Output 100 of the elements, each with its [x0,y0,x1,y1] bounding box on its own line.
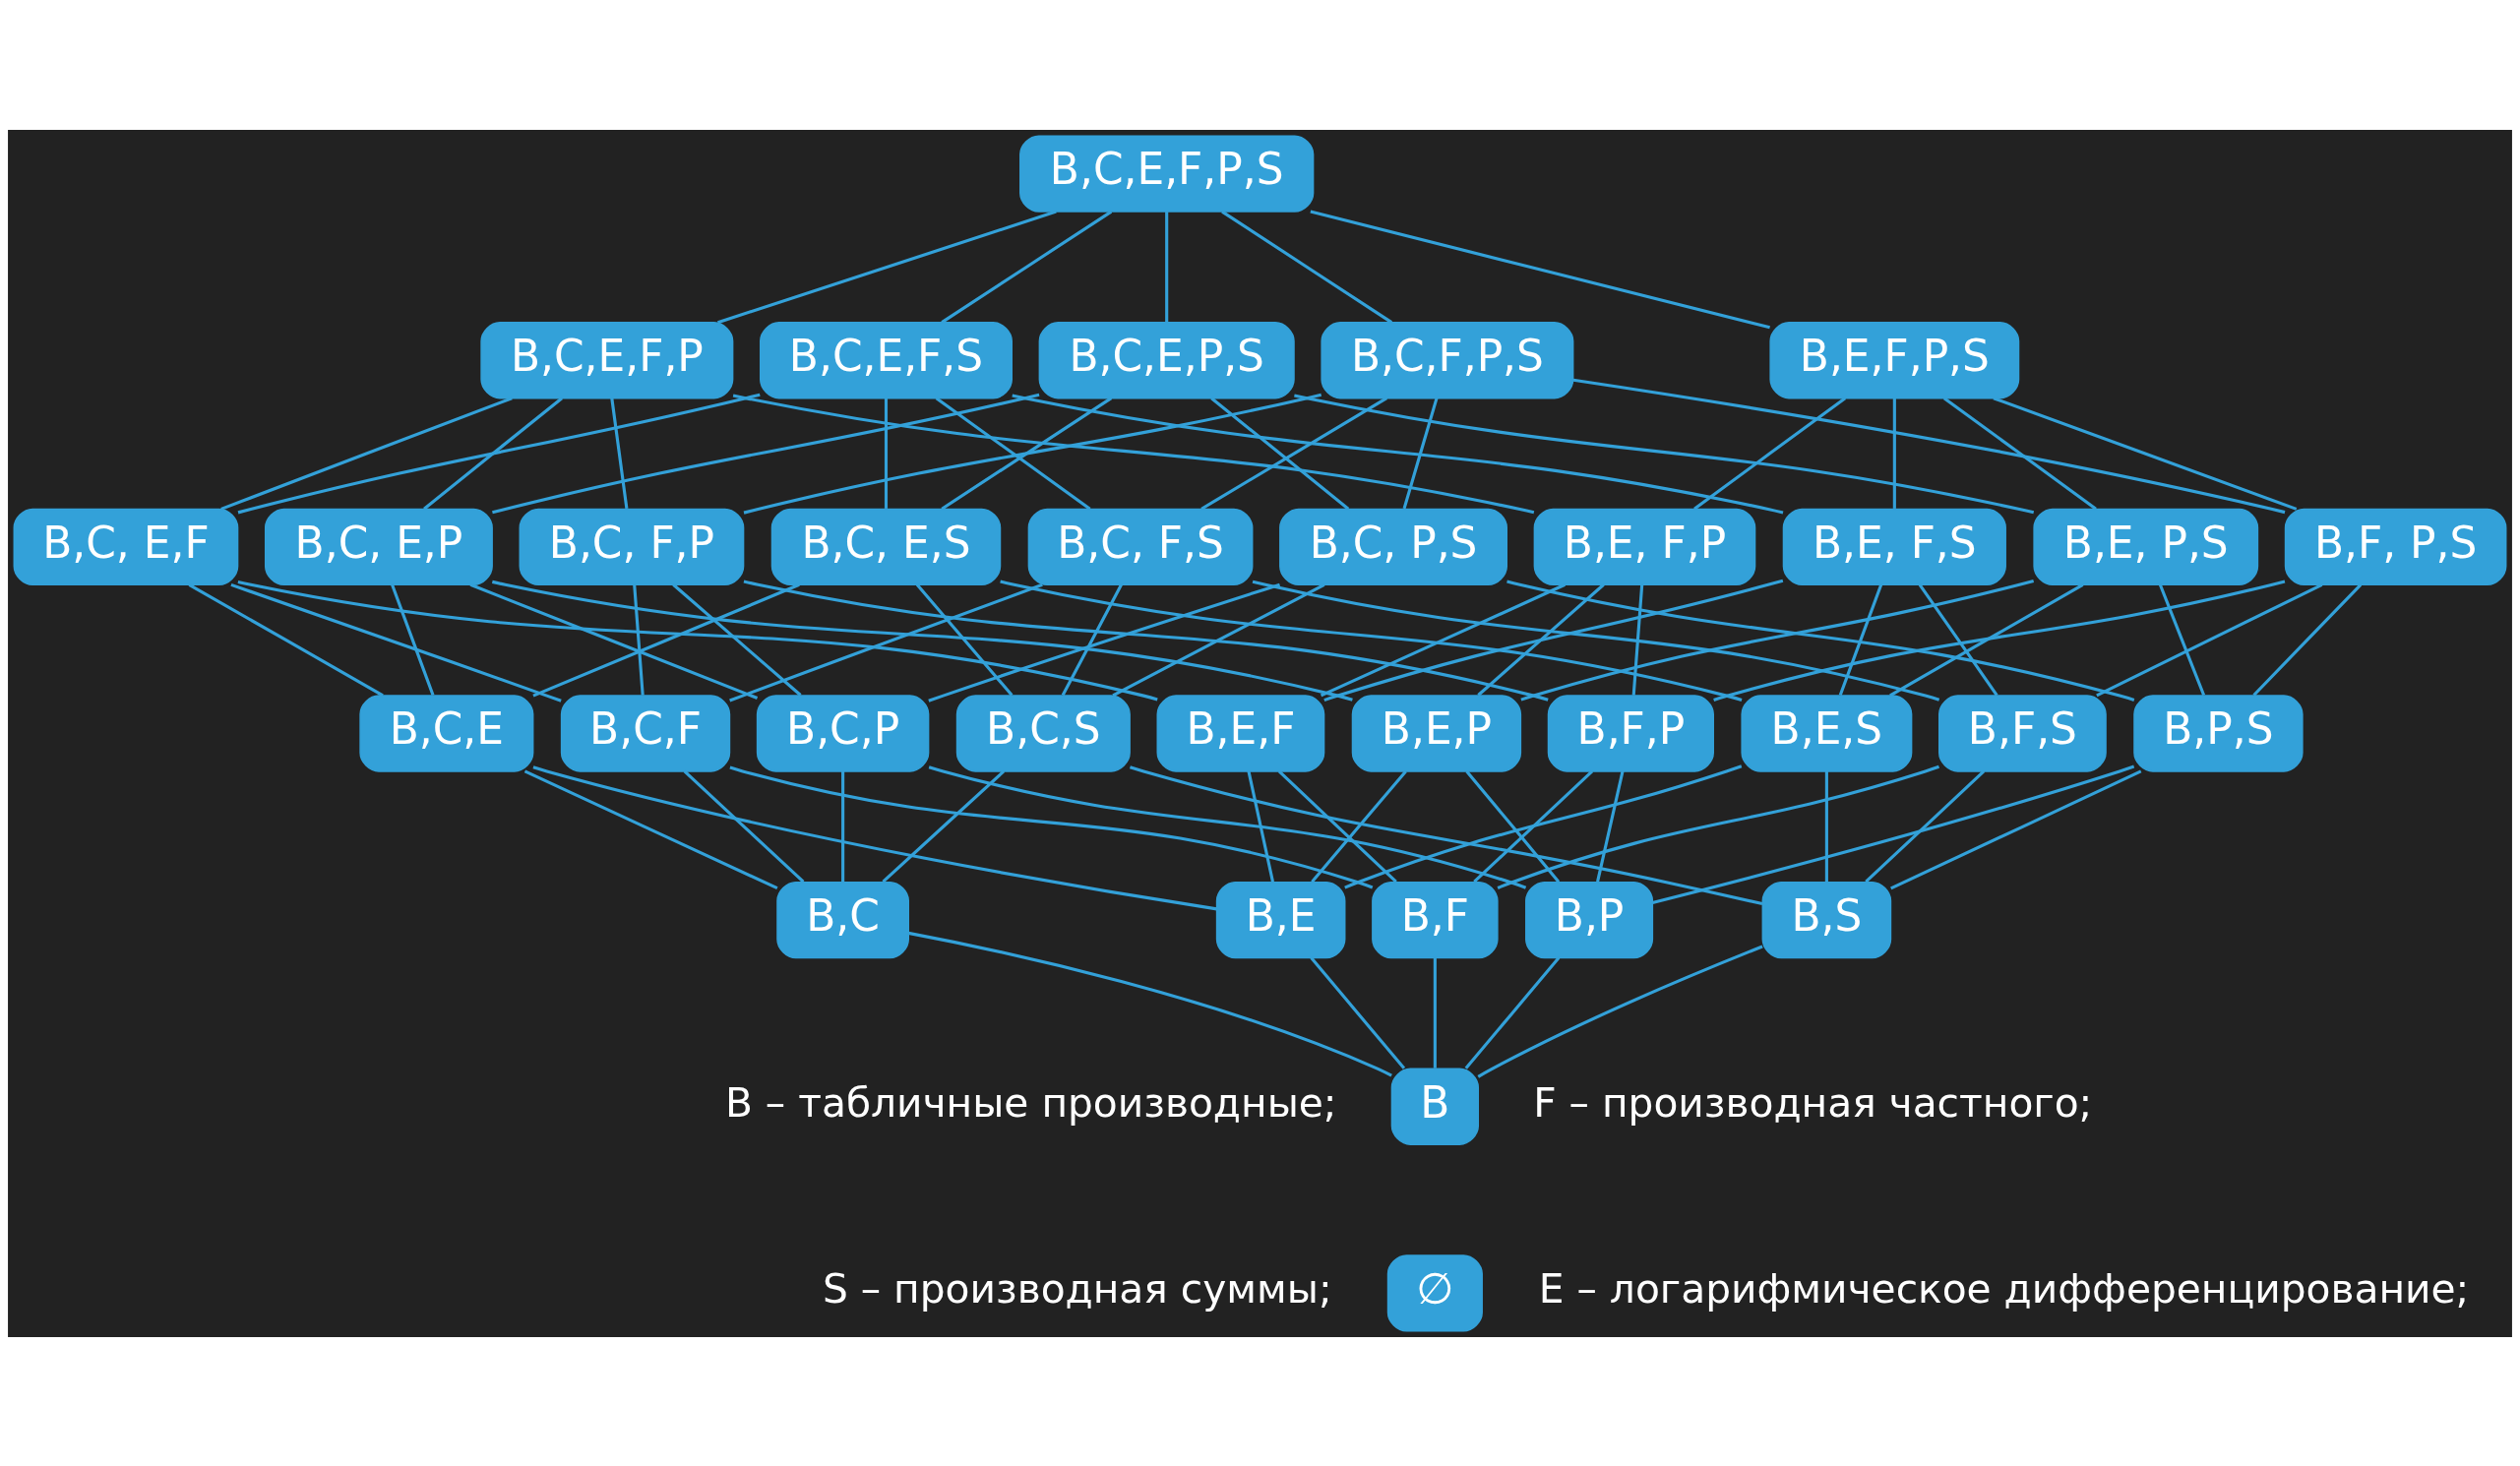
node-box: B,E,P [1351,694,1522,772]
connector [1993,396,2298,511]
node-box: B,C,E,F,P,S [1019,135,1315,213]
connector [907,931,1392,1077]
node-box: B,C, F,S [1027,508,1254,585]
node-box: B,C,E [359,694,534,772]
connector [1344,764,1743,889]
connector [1310,956,1406,1069]
node-box: B,E, F,S [1782,508,2006,585]
connector [230,582,562,702]
connector [423,396,563,510]
connector [1865,769,1986,883]
connector [941,210,1113,324]
connector [391,583,435,696]
connector [743,579,1549,702]
node-box: B,E [1215,881,1346,958]
connector [1473,769,1594,883]
node-box: B,P,S [2133,694,2304,772]
connector [729,582,1043,702]
connector [935,396,1091,510]
connector [743,393,1322,515]
connector [1497,764,1939,889]
node-box: B,C,E,F,S [760,321,1013,398]
node-box: B,F,P [1547,694,1714,772]
connector [1129,764,1763,905]
connector [1892,397,1896,509]
label: E – логарифмическое дифференцирование; [1538,1264,2470,1313]
connector [732,393,1535,514]
connector [1889,582,2084,697]
connector [1210,396,1350,510]
connector [1221,210,1393,324]
node-box: B,C [776,881,909,958]
connector [1520,579,2035,702]
connector [492,393,1040,514]
node-box: ∅ [1386,1253,1483,1331]
connector [1000,580,1743,702]
connector [1200,396,1388,511]
connector [1477,945,1763,1078]
connector [237,393,761,514]
connector [672,582,802,697]
connector [1824,770,1828,882]
node-box: B [1390,1068,1480,1145]
node-box: B,E, P,S [2033,508,2259,585]
connector [1477,582,1605,697]
connector [633,583,645,696]
connector [1310,210,1770,329]
connector [1320,582,1566,697]
connector [1838,583,1883,696]
connector [928,582,1280,702]
connector [188,582,384,697]
node-box: B,C, E,S [770,508,1002,585]
connector [915,582,1014,697]
connector [1713,580,2286,702]
connector [1252,580,1940,702]
node-box: B,E,F,P,S [1769,321,2020,398]
connector [523,769,778,889]
connector [1402,397,1439,509]
node-box: B,C, F,P [519,508,745,585]
node-box: B,C,S [955,694,1131,772]
node-box: B,P [1525,881,1654,958]
connector [882,769,1006,883]
connector [1942,396,2097,510]
connector [491,580,1353,702]
connector [1433,957,1437,1069]
node-box: B,C,F [560,694,731,772]
node-box: B,C, E,F [13,508,239,585]
connector [717,210,1057,324]
connector [1012,393,1784,514]
connector [1631,583,1644,696]
label: B – табличные производные; [724,1078,1337,1127]
node-box: B,E,S [1741,694,1913,772]
node-box: B,F [1372,881,1499,958]
connector [532,764,1217,910]
connector [2252,582,2363,697]
node-box: B,C, E,P [264,508,493,585]
connector [1061,583,1123,696]
connector [610,397,629,509]
node-box: B,C,E,F,P [480,321,734,398]
node-box: B,C, P,S [1279,508,1507,585]
connector [237,580,1158,701]
connector [1311,769,1407,883]
connector [1112,582,1325,697]
connector [220,396,513,511]
connector [1572,378,2286,514]
connector [1294,393,2035,514]
node-box: B,F, P,S [2284,508,2507,585]
connector [469,582,759,700]
connector [1323,579,1784,702]
connector [1464,956,1561,1069]
connector [941,396,1113,511]
node-box: B,C,P [756,694,930,772]
node-box: B,C,E,P,S [1038,321,1295,398]
connector [1890,769,2142,889]
node-box: B,E,F [1156,694,1325,772]
connector [2096,582,2323,697]
connector [1596,770,1625,882]
connector [928,764,1527,889]
connector [1652,764,2135,904]
label: S – производная суммы; [822,1264,1332,1313]
node-box: B,S [1761,881,1892,958]
